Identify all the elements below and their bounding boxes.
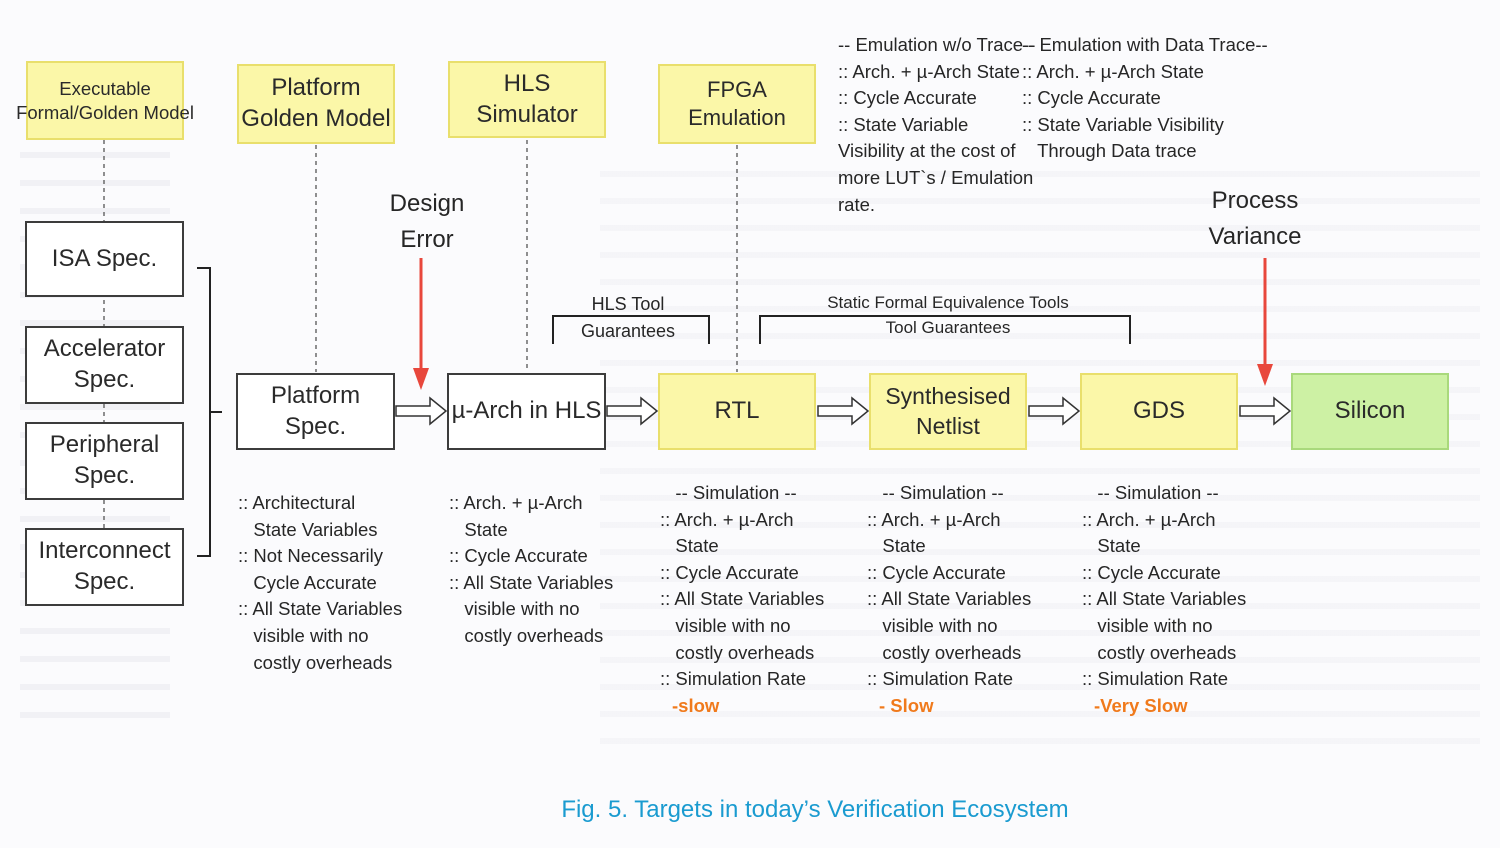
gds-simulation-note: -- Simulation -- :: Arch. + µ-Arch State… (1082, 480, 1246, 719)
spec-bracket (197, 267, 222, 557)
arrow-platform-to-hls (395, 396, 448, 426)
arrow-netlist-to-gds (1028, 396, 1081, 426)
hls-note: :: Arch. + µ-Arch State :: Cycle Accurat… (449, 492, 614, 646)
netlist-simulation-rate: - Slow (879, 694, 934, 716)
hls-guarantee-bracket (552, 315, 710, 344)
executable-model-box: Executable Formal/Golden Model (16, 61, 194, 140)
isa-spec-box: ISA Spec. (25, 221, 184, 297)
peripheral-spec-box: Peripheral Spec. (25, 422, 184, 500)
netlist-simulation-note: -- Simulation -- :: Arch. + µ-Arch State… (867, 480, 1031, 719)
flow-arrows (395, 396, 1292, 426)
design-error-label: Design Error (389, 190, 465, 253)
accelerator-spec-box: Accelerator Spec. (25, 326, 184, 404)
rtl-simulation-rate: -slow (672, 694, 720, 716)
platform-spec-note: :: Architectural State Variables :: Not … (238, 492, 403, 673)
arrow-rtl-to-netlist (817, 396, 870, 426)
design-error-arrow-head (413, 368, 429, 390)
rtl-simulation-text: -- Simulation -- :: Arch. + µ-Arch State… (660, 482, 825, 690)
red-arrows (413, 258, 1273, 390)
emulation-with-trace-note: -- Emulation with Data Trace-- :: Arch. … (1022, 34, 1268, 162)
emulation-without-trace-note: -- Emulation w/o Trace-- :: Arch. + µ-Ar… (838, 34, 1036, 215)
netlist-simulation-text: -- Simulation -- :: Arch. + µ-Arch State… (867, 482, 1032, 690)
interconnect-spec-box: Interconnect Spec. (25, 528, 184, 606)
arrow-hls-to-rtl (606, 396, 659, 426)
fpga-emulation-box: FPGA Emulation (658, 64, 816, 144)
process-variance-label: Process Variance (1208, 187, 1302, 250)
platform-spec-box: Platform Spec. (236, 373, 395, 450)
formal-guarantee-bracket (759, 315, 1131, 344)
rtl-box: RTL (658, 373, 816, 450)
gds-simulation-rate: -Very Slow (1094, 694, 1188, 716)
synthesised-netlist-box: Synthesised Netlist (869, 373, 1027, 450)
uarch-hls-box: µ-Arch in HLS (447, 373, 606, 450)
formal-guarantees-label: Static Formal Equivalence Tools Tool Gua… (827, 293, 1069, 337)
arrow-gds-to-silicon (1239, 396, 1292, 426)
hls-guarantees-label: HLS Tool Guarantees (580, 294, 676, 341)
silicon-box: Silicon (1291, 373, 1449, 450)
process-variance-arrow-head (1257, 364, 1273, 386)
gds-simulation-text: -- Simulation -- :: Arch. + µ-Arch State… (1082, 482, 1247, 690)
figure-caption: Fig. 5. Targets in today’s Verification … (561, 796, 1069, 823)
gds-box: GDS (1080, 373, 1238, 450)
platform-golden-model-box: Platform Golden Model (237, 64, 395, 144)
rtl-simulation-note: -- Simulation -- :: Arch. + µ-Arch State… (660, 480, 824, 719)
hls-simulator-box: HLS Simulator (448, 61, 606, 138)
